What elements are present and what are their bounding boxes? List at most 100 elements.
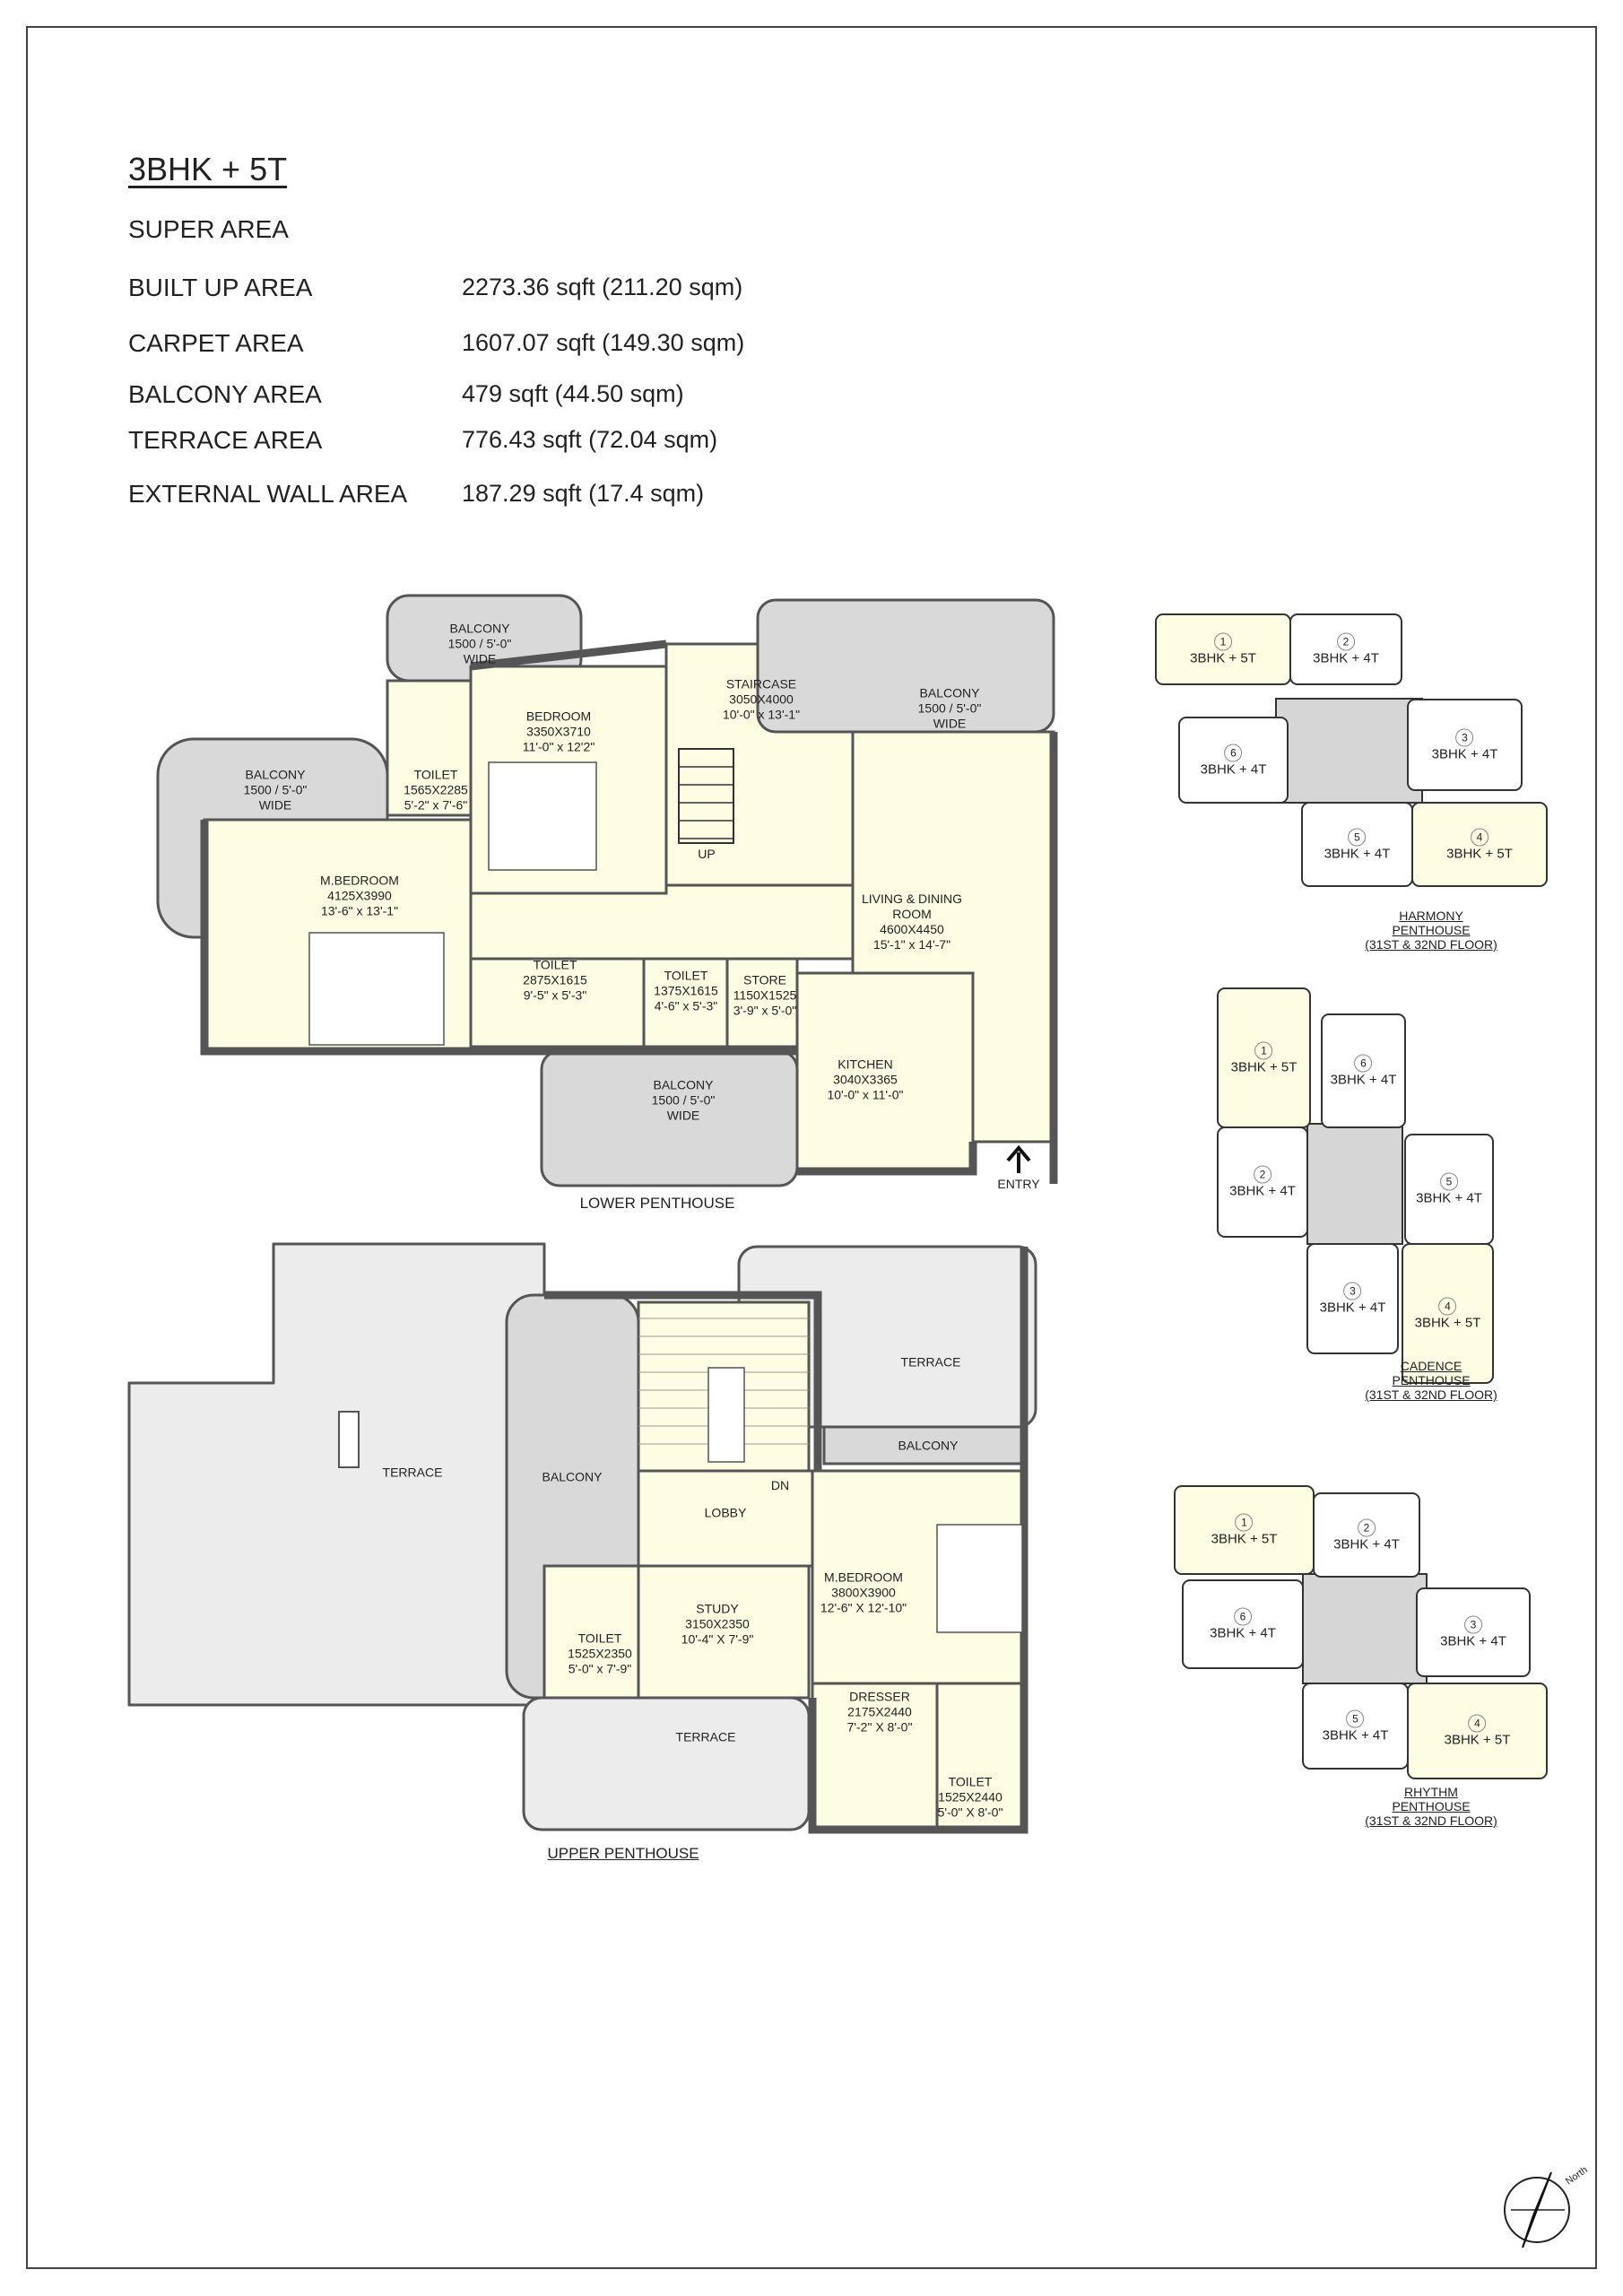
room-label-line: WIDE (258, 797, 292, 813)
room-label-line: ROOM (892, 907, 932, 921)
toilet-powder (642, 957, 729, 1048)
area-label: SUPER AREA (128, 215, 289, 243)
room-label-line: 10'-4" X 7'-9" (681, 1631, 754, 1647)
room-label-line: WIDE (463, 651, 497, 666)
room-label-line: TOILET (948, 1774, 993, 1789)
room-label-line: 5'-0" X 8'-0" (937, 1805, 1003, 1820)
unit-title: 3BHK + 5T (128, 151, 288, 187)
room-label-line: STAIRCASE (725, 676, 797, 691)
balcony-north-east (756, 598, 1055, 734)
kitchen (795, 971, 975, 1173)
room-label-line: LOBBY (704, 1505, 747, 1520)
key-plan-title-line: PENTHOUSE (1392, 1799, 1471, 1813)
room-label-line: 7'-2" X 8'-0" (846, 1719, 913, 1735)
room-label-line: STORE (743, 972, 786, 987)
room-label-line: TOILET (533, 957, 577, 972)
key-plan-title-line: PENTHOUSE (1392, 923, 1471, 937)
room-label-line: 3350X3710 (526, 724, 591, 739)
key-plan-title-line: RHYTHM (1404, 1785, 1458, 1799)
unit-number-badge: 4 (1470, 828, 1488, 846)
unit-number-badge: 6 (1354, 1054, 1373, 1073)
unit-type: 3BHK + 4T (1440, 1633, 1506, 1649)
area-label: EXTERNAL WALL AREA (128, 480, 408, 508)
unit-number-badge: 3 (1455, 728, 1474, 746)
room-label-line: M.BEDROOM (824, 1570, 903, 1585)
room-label-line: 4'-6" x 5'-3" (654, 998, 718, 1013)
compass-icon (1504, 2177, 1570, 2243)
unit-number-badge: 1 (1213, 632, 1232, 651)
unit-type: 3BHK + 4T (1229, 1183, 1296, 1199)
room-label-line: 10'-0" x 11'-0" (827, 1087, 904, 1102)
room-label-line: TERRACE (675, 1729, 736, 1744)
unit-number-badge: 1 (1235, 1513, 1254, 1532)
room-label-line: 5'-0" x 7'-9" (568, 1661, 632, 1676)
room-label-line: WIDE (666, 1108, 700, 1123)
unit-type: 3BHK + 5T (1444, 1732, 1511, 1748)
room-label-line: TOILET (577, 1631, 622, 1646)
key-plan-title-line: (31ST & 32ND FLOOR) (1365, 1813, 1497, 1828)
area-value: 2273.36 sqft (211.20 sqm) (462, 274, 743, 300)
room-label-line: TERRACE (900, 1354, 961, 1370)
unit-type: 3BHK + 5T (1446, 846, 1513, 861)
room-label-line: STUDY (696, 1601, 739, 1616)
unit-number-badge: 5 (1348, 828, 1367, 846)
unit-number-badge: 6 (1224, 744, 1243, 761)
unit-number-badge: 6 (1233, 1607, 1252, 1626)
lobby-label: LOBBY (705, 1506, 747, 1521)
key-plan-core (1302, 1573, 1428, 1684)
unit-number-badge: 4 (1468, 1714, 1487, 1733)
key-plan-title-line: (31ST & 32ND FLOOR) (1365, 937, 1497, 952)
room-label-line: 15'-1" x 14'-7" (872, 937, 951, 952)
room-label-line: 4125X3990 (327, 888, 392, 903)
room-label-line: BALCONY (898, 1438, 959, 1453)
unit-number-badge: 1 (1254, 1041, 1273, 1059)
key-plan-title-line: HARMONY (1399, 909, 1463, 923)
room-label-line: 1525X2440 (938, 1789, 1002, 1805)
key-plan-title-line: (31ST & 32ND FLOOR) (1365, 1387, 1497, 1402)
unit-number-badge: 2 (1357, 1518, 1376, 1536)
upper-bed-icon (936, 1524, 1023, 1633)
room-label-line: M.BEDROOM (320, 873, 399, 888)
unit-type: 3BHK + 4T (1416, 1190, 1482, 1206)
room-label-line: LIVING & DINING (861, 891, 963, 906)
room-label-line: BALCONY (919, 685, 980, 700)
upper-penthouse-title: UPPER PENTHOUSE (547, 1845, 699, 1862)
room-label-line: 1525X2350 (568, 1646, 632, 1661)
unit-type: 3BHK + 4T (1319, 1300, 1386, 1316)
room-label-line: 13'-6" x 13'-1" (320, 903, 399, 918)
terrace-north-east-label: TERRACE (901, 1355, 961, 1370)
terrace-main (127, 1242, 551, 1707)
room-label-line: 1565X2285 (404, 782, 468, 797)
unit-type: 3BHK + 4T (1322, 1727, 1389, 1743)
room-label-line: BALCONY (245, 767, 306, 782)
unit-type: 3BHK + 4T (1324, 846, 1391, 861)
room-label-line: 1500 / 5'-0" (651, 1092, 716, 1108)
area-label: BUILT UP AREA (128, 274, 313, 301)
room-label-line: 1150X1525 (733, 987, 797, 1003)
unit-type: 3BHK + 5T (1414, 1315, 1481, 1330)
